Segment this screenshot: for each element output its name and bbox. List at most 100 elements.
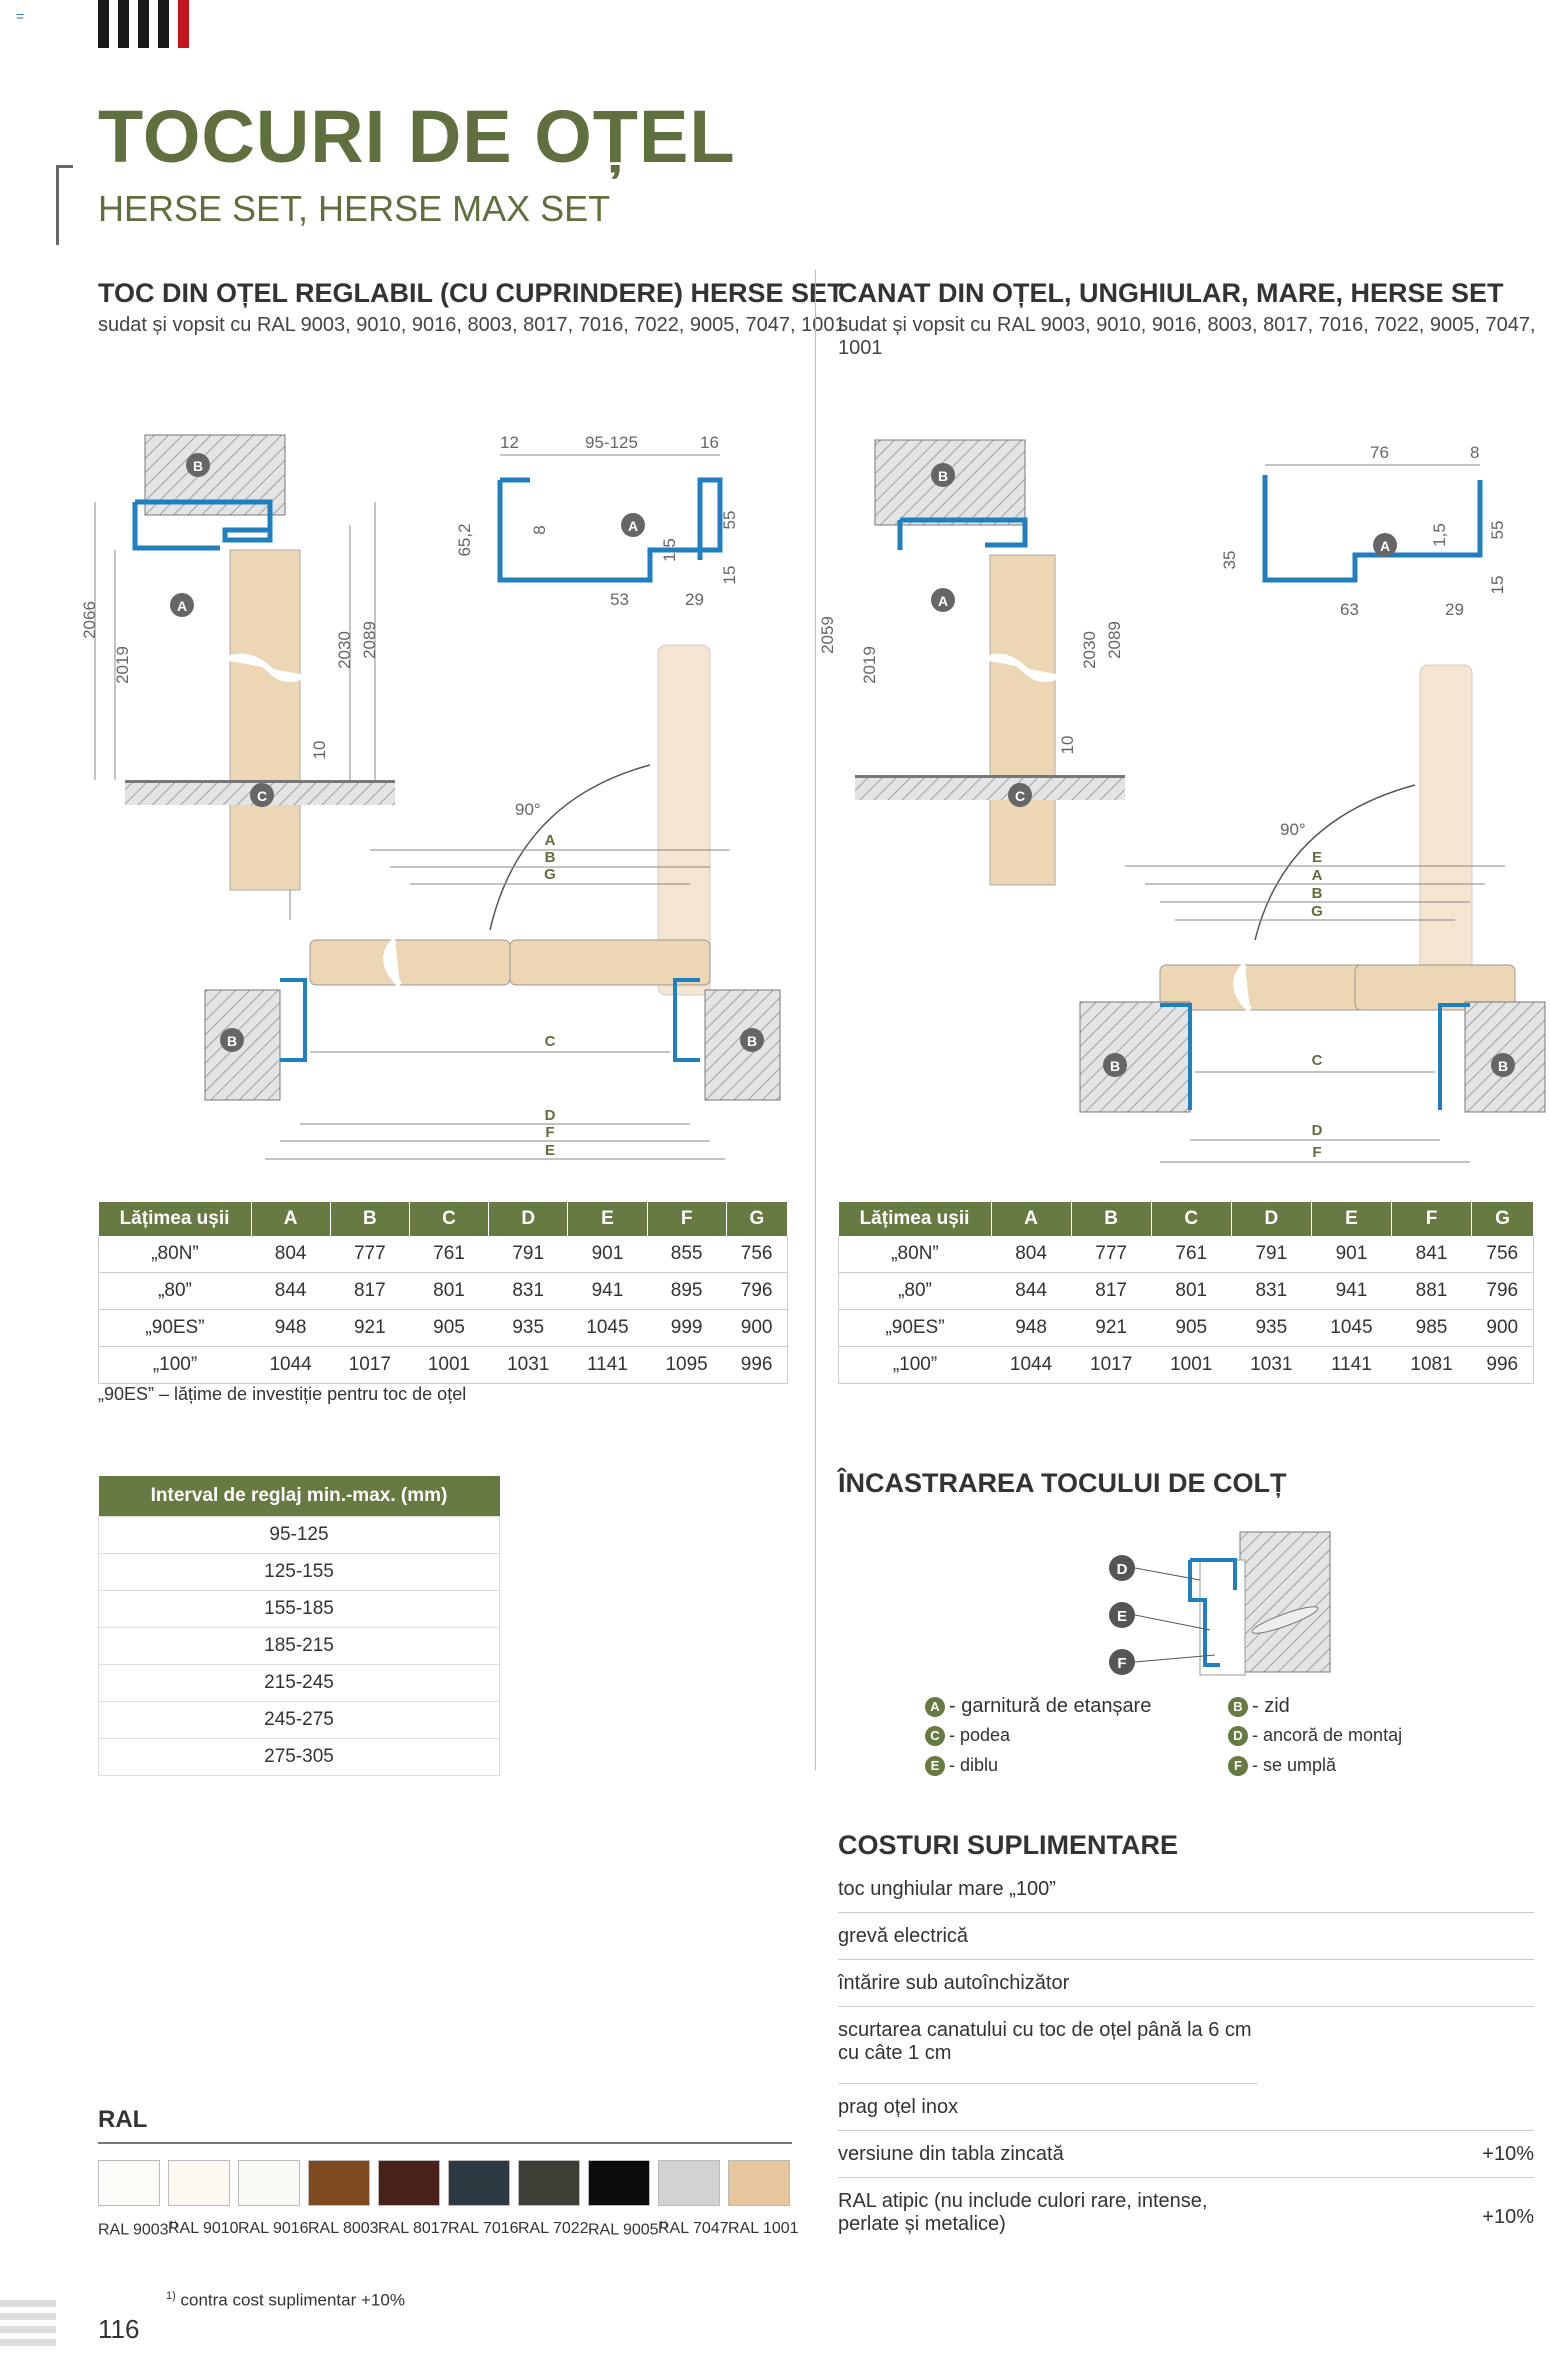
table-header-row: Lățimea ușii A B C D E F G <box>98 1202 789 1236</box>
ral-swatch <box>658 2160 720 2206</box>
angle-90-right: 90° <box>1280 820 1306 839</box>
svg-text:B: B <box>545 849 556 866</box>
dim-2030: 2030 <box>335 631 354 669</box>
cell: 948 <box>251 1309 331 1347</box>
ral-swatch <box>168 2160 230 2206</box>
dim-53: 53 <box>610 590 629 609</box>
svg-text:D: D <box>1117 1561 1128 1578</box>
ral-label-sup: 1) <box>658 2220 668 2231</box>
cell: „100” <box>838 1346 991 1384</box>
cell: 985 <box>1391 1309 1472 1347</box>
interval-row: 125-155 <box>98 1553 500 1591</box>
dim-2066: 2066 <box>80 601 99 639</box>
legend-e-text: - diblu <box>949 1755 999 1775</box>
legend-a: A- garnitură de etanșare <box>925 1695 1151 1718</box>
svg-text:C: C <box>1312 1052 1323 1069</box>
cell: 996 <box>726 1346 789 1384</box>
label-b-top: B <box>186 453 210 477</box>
footnote-marker: 1) <box>166 2290 176 2302</box>
label-b-plan-left-right: B <box>1103 1053 1127 1077</box>
svg-text:A: A <box>1380 538 1390 554</box>
ral-swatch-label: RAL 7016 <box>448 2220 519 2238</box>
cell: 817 <box>330 1272 410 1310</box>
cell: 831 <box>488 1272 568 1310</box>
legend-d-text: - ancoră de montaj <box>1252 1725 1403 1745</box>
cell: „80N” <box>838 1236 991 1273</box>
interval-table: Interval de reglaj min.-max. (mm) 95-125… <box>98 1476 500 1776</box>
cost-item: prag oțel inox <box>838 2096 1534 2131</box>
cost-label: grevă electrică <box>838 1925 969 1947</box>
cell: 756 <box>1471 1236 1534 1273</box>
left-technical-drawing: 2066 2019 2030 2089 10 B A C 12 95-125 1… <box>80 433 781 1160</box>
cell: 791 <box>488 1236 568 1273</box>
svg-text:B: B <box>1498 1058 1508 1074</box>
cell: „80” <box>838 1272 991 1310</box>
svg-text:C: C <box>545 1033 556 1050</box>
cell: 895 <box>647 1272 727 1310</box>
ral-swatch-label: RAL 90051) <box>588 2220 667 2239</box>
label-b-plan-right: B <box>740 1028 764 1052</box>
ral-swatch-label: RAL 9016 <box>238 2220 309 2238</box>
page-number: 116 <box>98 2314 140 2344</box>
dim-35: 35 <box>1220 551 1239 570</box>
cell: 1017 <box>330 1346 410 1384</box>
col-header: A <box>251 1202 331 1236</box>
cell: 844 <box>251 1272 331 1310</box>
col-header: Lățimea ușii <box>98 1202 252 1236</box>
right-section-heading: CANAT DIN OȚEL, UNGHIULAR, MARE, HERSE S… <box>838 278 1504 308</box>
cell: 796 <box>1471 1272 1534 1310</box>
svg-text:A: A <box>177 598 187 614</box>
cost-label: RAL atipic (nu include culori rare, inte… <box>838 2190 1208 2235</box>
ral-swatch-label: RAL 9010 <box>168 2220 239 2238</box>
ral-swatch <box>98 2160 160 2206</box>
ral-divider <box>98 2142 792 2144</box>
cell: 1141 <box>567 1346 648 1384</box>
ral-label-text: RAL 7047 <box>658 2220 729 2237</box>
cell: 831 <box>1231 1272 1312 1310</box>
svg-text:B: B <box>1110 1058 1120 1074</box>
interval-row: 95-125 <box>98 1516 500 1554</box>
cost-label: prag oțel inox <box>838 2096 959 2118</box>
ral-label-text: RAL 9005 <box>588 2221 659 2239</box>
dim-8: 8 <box>530 525 549 534</box>
cell: 1001 <box>409 1346 489 1384</box>
corner-installation-drawing: D E F <box>1109 1531 1331 1676</box>
cell: 756 <box>726 1236 789 1273</box>
legend-b-text: - zid <box>1252 1695 1290 1717</box>
interval-row: 155-185 <box>98 1590 500 1628</box>
cost-item: versiune din tabla zincată+10% <box>838 2143 1534 2178</box>
col-header: G <box>726 1202 789 1236</box>
ral-swatch-label: RAL 8017 <box>378 2220 449 2238</box>
svg-text:A: A <box>938 593 948 609</box>
cost-label: întărire sub autoînchizător <box>838 1972 1070 1994</box>
svg-text:E: E <box>1312 849 1322 866</box>
col-header: F <box>1391 1202 1473 1236</box>
cell: 1081 <box>1391 1346 1472 1384</box>
ral-label-text: RAL 1001 <box>728 2220 799 2237</box>
cell: 921 <box>1071 1309 1152 1347</box>
ral-swatch <box>448 2160 510 2206</box>
label-c-floor: C <box>250 783 274 807</box>
dim-55: 55 <box>720 511 739 530</box>
page-subtitle: HERSE SET, HERSE MAX SET <box>98 188 611 229</box>
ral-label-sup: 1) <box>168 2220 178 2231</box>
cell: 1045 <box>567 1309 648 1347</box>
dim-2089: 2089 <box>360 621 379 659</box>
cost-label: toc unghiular mare „100” <box>838 1878 1056 1900</box>
cell: 817 <box>1071 1272 1152 1310</box>
legend-a-text: - garnitură de etanșare <box>949 1695 1152 1717</box>
column-divider <box>815 270 816 1770</box>
dim-15-right: 15 <box>1488 576 1507 595</box>
ral-swatch-label: RAL 7022 <box>518 2220 589 2238</box>
svg-text:G: G <box>1311 903 1323 920</box>
cell: 905 <box>409 1309 489 1347</box>
cell: 1044 <box>991 1346 1072 1384</box>
title-bracket <box>56 165 73 245</box>
cell: 796 <box>726 1272 789 1310</box>
dim-29-right: 29 <box>1445 600 1464 619</box>
cell: 901 <box>1311 1236 1392 1273</box>
footnote: 1) contra cost suplimentar +10% <box>166 2290 405 2311</box>
label-a-left: A <box>170 593 194 617</box>
